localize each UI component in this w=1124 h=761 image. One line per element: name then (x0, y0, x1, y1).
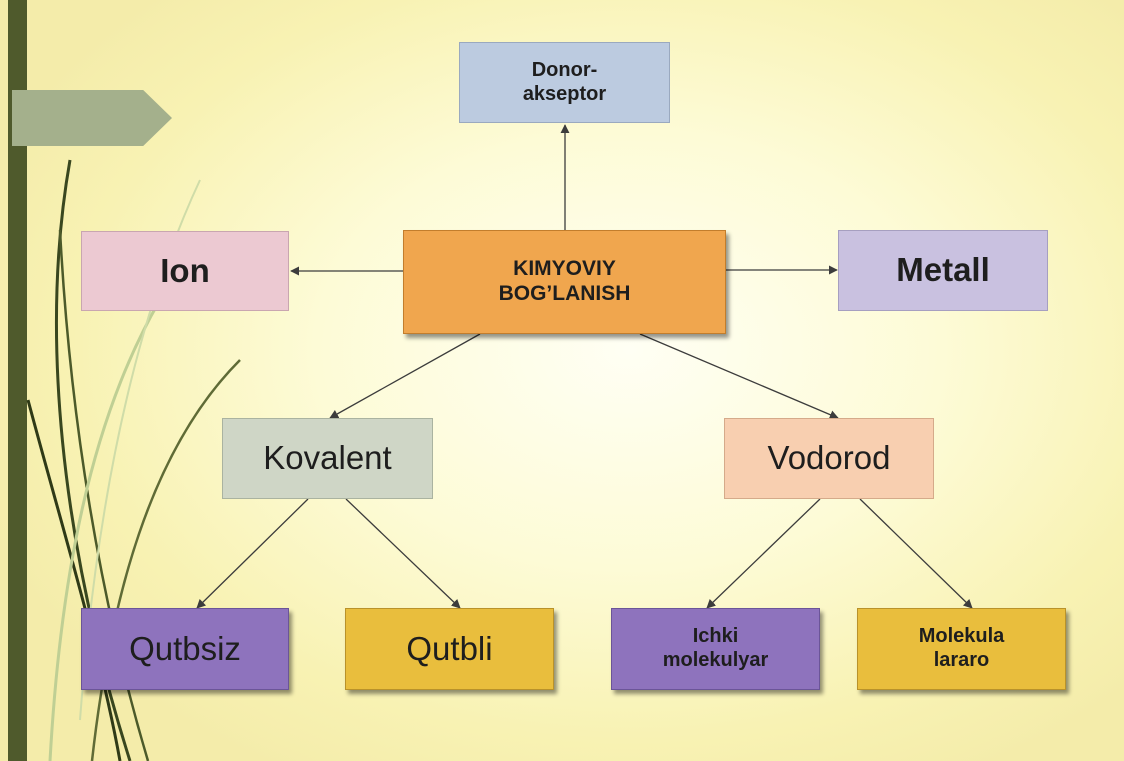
node-root-kimyoviy-boglanish: KIMYOVIY BOG’LANISH (403, 230, 726, 334)
connector-root-kovalent (329, 333, 481, 419)
connector-kovalent-qutbsiz (196, 498, 309, 609)
node-molekula-lararo: Molekula lararo (857, 608, 1066, 690)
node-qutbsiz: Qutbsiz (81, 608, 289, 690)
connector-root-vodorod (639, 333, 839, 419)
node-kovalent: Kovalent (222, 418, 433, 499)
node-ichki-molekulyar: Ichki molekulyar (611, 608, 820, 690)
accent-bar (8, 0, 27, 761)
connector-vodorod-ichki (706, 498, 821, 609)
node-metall: Metall (838, 230, 1048, 311)
node-vodorod: Vodorod (724, 418, 934, 499)
node-qutbli: Qutbli (345, 608, 554, 690)
node-donor-akseptor: Donor- akseptor (459, 42, 670, 123)
connector-vodorod-molekula (859, 498, 973, 609)
arrow-tab-decoration (12, 90, 172, 146)
connector-kovalent-qutbli (345, 498, 461, 609)
node-ion: Ion (81, 231, 289, 311)
